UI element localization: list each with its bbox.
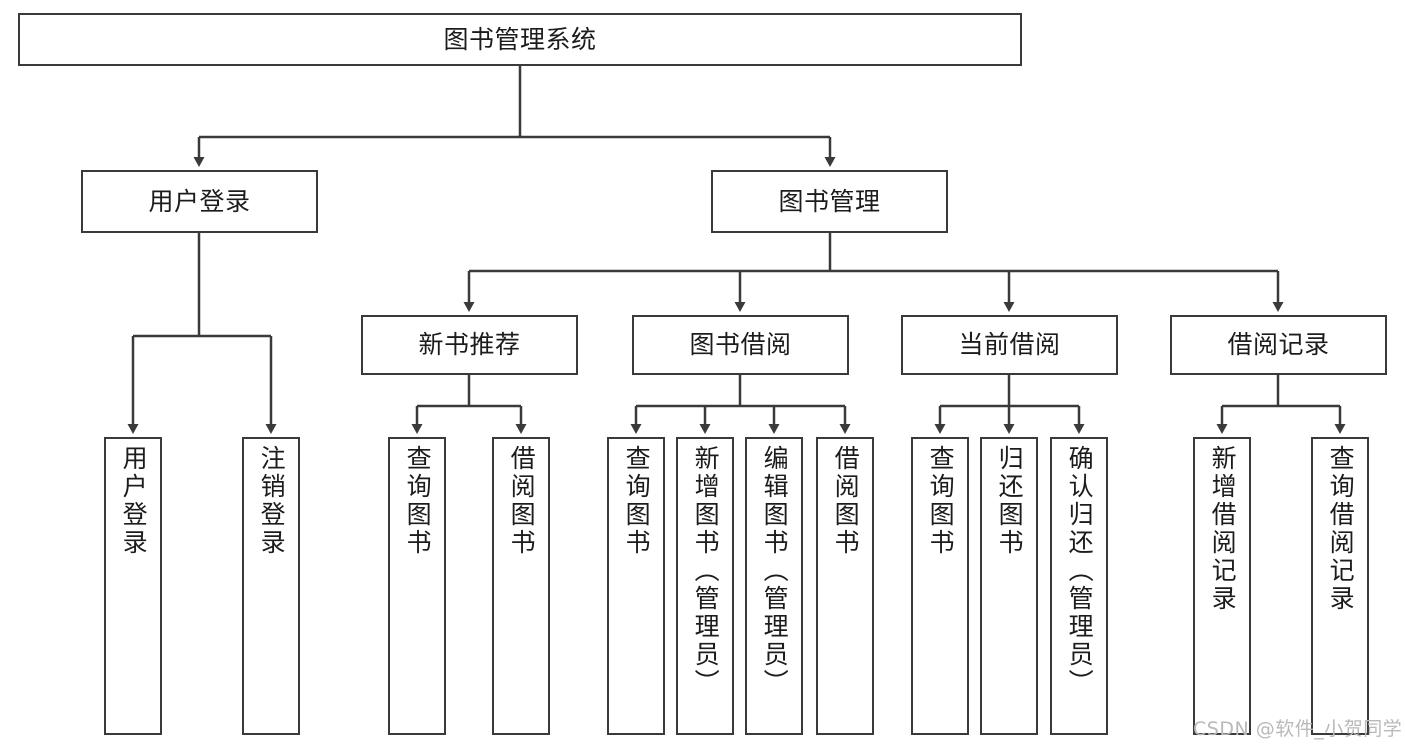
node-borrow-record-label: 借阅记录 <box>1227 330 1330 360</box>
leaf-borrow-query-book[interactable]: 查询图书 <box>607 437 665 735</box>
leaf-borrow-add-book[interactable]: 新增图书（管理员） <box>676 437 734 735</box>
leaf-user-login-signout-label: 注销登录 <box>257 445 287 557</box>
node-root-label: 图书管理系统 <box>443 24 597 54</box>
leaf-borrow-borrow-book[interactable]: 借阅图书 <box>816 437 874 735</box>
node-book-borrow[interactable]: 图书借阅 <box>632 315 849 375</box>
leaf-record-query-label: 查询借阅记录 <box>1326 445 1356 613</box>
node-user-login[interactable]: 用户登录 <box>81 170 318 233</box>
watermark: CSDN @软件_小贺同学 <box>1193 714 1402 741</box>
leaf-current-query-book-label: 查询图书 <box>926 445 956 557</box>
leaf-borrow-edit-book[interactable]: 编辑图书（管理员） <box>745 437 803 735</box>
leaf-record-query[interactable]: 查询借阅记录 <box>1311 437 1369 735</box>
leaf-user-login-signin[interactable]: 用户登录 <box>104 437 162 735</box>
leaf-current-return-book[interactable]: 归还图书 <box>980 437 1038 735</box>
leaf-record-add-label: 新增借阅记录 <box>1208 445 1238 613</box>
leaf-new-book-borrow-label: 借阅图书 <box>507 445 537 557</box>
node-user-login-label: 用户登录 <box>148 186 251 216</box>
leaf-record-add[interactable]: 新增借阅记录 <box>1193 437 1251 735</box>
leaf-new-book-query[interactable]: 查询图书 <box>388 437 446 735</box>
node-current-borrow[interactable]: 当前借阅 <box>901 315 1118 375</box>
leaf-borrow-edit-book-label: 编辑图书（管理员） <box>760 445 790 697</box>
leaf-new-book-borrow[interactable]: 借阅图书 <box>492 437 550 735</box>
node-book-management[interactable]: 图书管理 <box>711 170 948 233</box>
leaf-user-login-signout[interactable]: 注销登录 <box>242 437 300 735</box>
leaf-current-confirm-return-label: 确认归还（管理员） <box>1065 445 1095 697</box>
leaf-current-query-book[interactable]: 查询图书 <box>911 437 969 735</box>
leaf-user-login-signin-label: 用户登录 <box>119 445 149 557</box>
leaf-new-book-query-label: 查询图书 <box>403 445 433 557</box>
leaf-borrow-add-book-label: 新增图书（管理员） <box>691 445 721 697</box>
node-root[interactable]: 图书管理系统 <box>18 13 1022 66</box>
leaf-borrow-query-book-label: 查询图书 <box>622 445 652 557</box>
node-book-management-label: 图书管理 <box>778 186 881 216</box>
node-new-book-recommend[interactable]: 新书推荐 <box>361 315 578 375</box>
leaf-current-return-book-label: 归还图书 <box>995 445 1025 557</box>
node-book-borrow-label: 图书借阅 <box>689 330 792 360</box>
leaf-borrow-borrow-book-label: 借阅图书 <box>831 445 861 557</box>
node-new-book-recommend-label: 新书推荐 <box>418 330 521 360</box>
watermark-text: CSDN @软件_小贺同学 <box>1193 718 1403 740</box>
node-current-borrow-label: 当前借阅 <box>958 330 1061 360</box>
leaf-current-confirm-return[interactable]: 确认归还（管理员） <box>1050 437 1108 735</box>
node-borrow-record[interactable]: 借阅记录 <box>1170 315 1387 375</box>
